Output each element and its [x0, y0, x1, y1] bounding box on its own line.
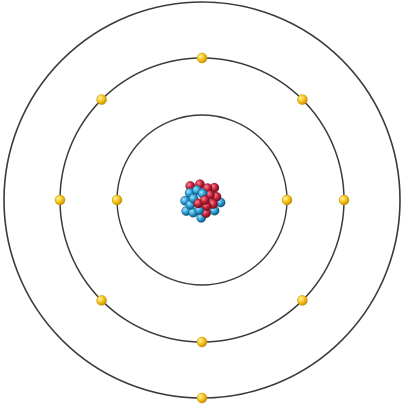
electrons — [54, 52, 350, 404]
electron-shell2-6 — [96, 295, 107, 306]
electron-shell2-5 — [196, 336, 208, 348]
electron-shell2-7 — [54, 194, 66, 206]
electron-shell2-3 — [338, 194, 350, 206]
proton — [200, 195, 210, 205]
electron-shell2-1 — [196, 52, 208, 64]
electron-shell1-2 — [281, 194, 293, 206]
electron-shell2-2 — [297, 94, 308, 105]
nucleus — [180, 179, 226, 223]
electron-shell3-1 — [196, 392, 208, 404]
electron-shell2-8 — [96, 94, 107, 105]
electron-shell2-4 — [297, 295, 308, 306]
electron-shell1-1 — [111, 194, 123, 206]
